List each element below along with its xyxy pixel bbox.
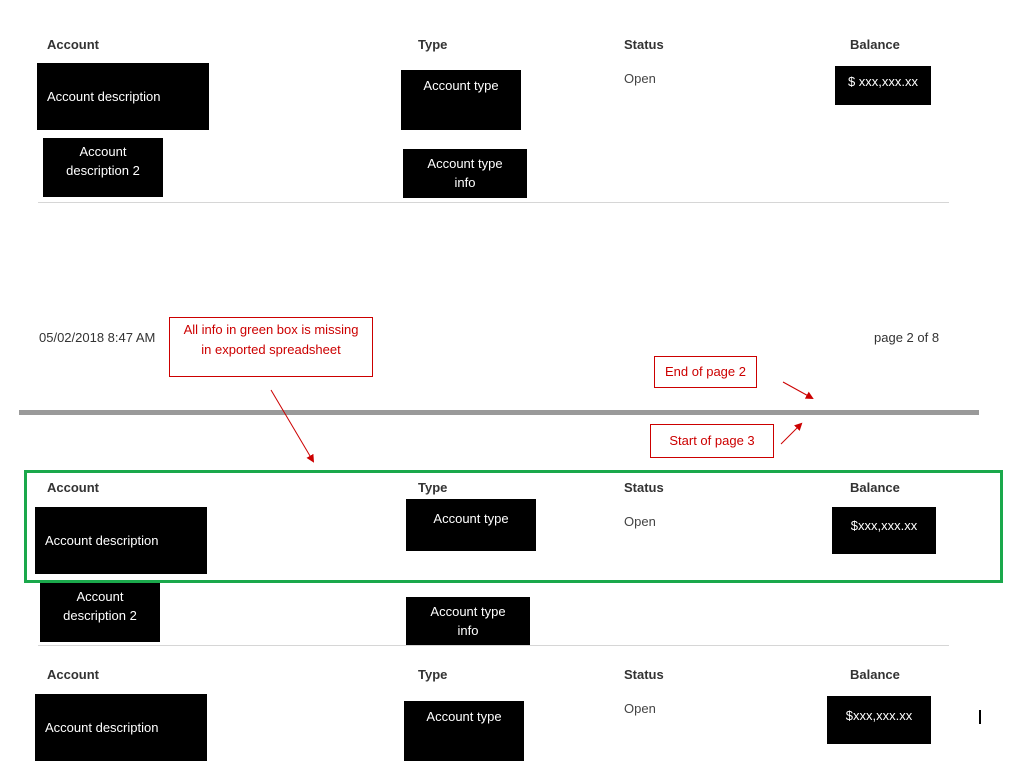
column-header-type: Type (418, 480, 448, 495)
column-header-account: Account (47, 667, 99, 682)
account-description-2-line2: description 2 (63, 608, 137, 623)
account-type-info-line1: Account type (430, 604, 506, 619)
account-type-text: Account type (426, 709, 502, 724)
annotation-start-of-page: Start of page 3 (650, 424, 774, 458)
column-header-type: Type (418, 37, 448, 52)
redacted-balance: $xxx,xxx.xx (832, 507, 936, 554)
account-status: Open (624, 701, 656, 716)
annotation-end-of-page: End of page 2 (654, 356, 757, 388)
column-header-status: Status (624, 37, 664, 52)
annotation-missing-line1: All info in green box is missing (183, 322, 359, 337)
column-header-status: Status (624, 480, 664, 495)
redacted-account-type-info: Account type info (406, 597, 530, 646)
balance-text: $xxx,xxx.xx (845, 708, 913, 723)
account-description-text: Account description (45, 720, 159, 735)
redacted-balance: $xxx,xxx.xx (827, 696, 931, 744)
annotation-missing-line2: in exported spreadsheet (201, 342, 341, 357)
column-header-balance: Balance (850, 37, 900, 52)
column-header-type: Type (418, 667, 448, 682)
text-cursor (979, 710, 981, 724)
account-status: Open (624, 71, 656, 86)
page-number: page 2 of 8 (874, 330, 940, 345)
balance-text: $xxx,xxx.xx (850, 518, 918, 533)
account-description-text: Account description (45, 533, 159, 548)
account-description-2-line1: Account (79, 144, 127, 159)
arrow-end-page (782, 381, 814, 399)
redacted-account-type: Account type (406, 499, 536, 551)
account-type-info-line1: Account type (427, 156, 503, 171)
redacted-account-type-info: Account type info (403, 149, 527, 198)
column-header-status: Status (624, 667, 664, 682)
redacted-account-description-2: Account description 2 (43, 138, 163, 197)
redacted-account-description-2: Account description 2 (40, 583, 160, 642)
arrow-missing (270, 389, 315, 463)
account-type-text: Account type (433, 511, 509, 526)
balance-text: $ xxx,xxx.xx (847, 74, 919, 89)
print-datetime: 05/02/2018 8:47 AM (39, 330, 156, 345)
annotation-missing-info: All info in green box is missing in expo… (169, 317, 373, 377)
redacted-account-description: Account description (37, 63, 209, 130)
redacted-account-type: Account type (401, 70, 521, 130)
row-divider (38, 202, 949, 203)
account-status: Open (624, 514, 656, 529)
account-type-info-line2: info (454, 175, 476, 190)
column-header-account: Account (47, 37, 99, 52)
column-header-account: Account (47, 480, 99, 495)
arrow-start-page (780, 422, 803, 445)
column-header-balance: Balance (850, 480, 900, 495)
redacted-balance: $ xxx,xxx.xx (835, 66, 931, 105)
account-description-2-line1: Account (76, 589, 124, 604)
account-description-2-line2: description 2 (66, 163, 140, 178)
redacted-account-description: Account description (35, 694, 207, 761)
row-divider (38, 645, 949, 646)
account-type-text: Account type (423, 78, 499, 93)
highlight-green-box (24, 470, 1003, 583)
account-description-text: Account description (47, 89, 161, 104)
page-break-bar (19, 410, 979, 415)
redacted-account-description: Account description (35, 507, 207, 574)
redacted-account-type: Account type (404, 701, 524, 761)
account-type-info-line2: info (457, 623, 479, 638)
column-header-balance: Balance (850, 667, 900, 682)
